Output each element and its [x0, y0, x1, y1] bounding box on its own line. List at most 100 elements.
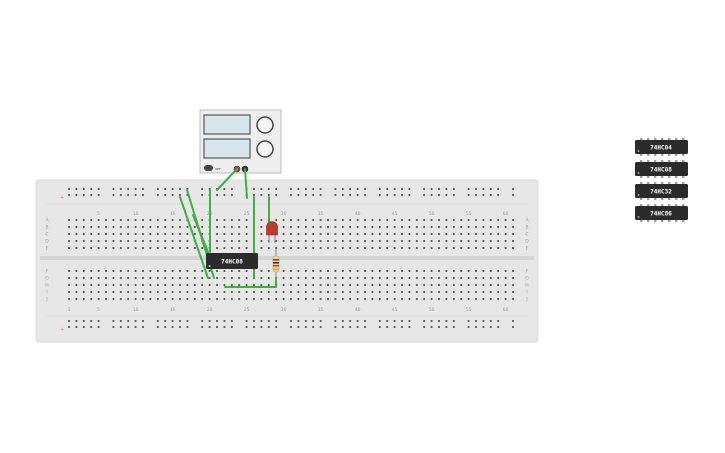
rail-hole[interactable]: [401, 188, 403, 190]
terminal-hole[interactable]: [386, 277, 389, 279]
terminal-hole[interactable]: [497, 291, 500, 293]
terminal-hole[interactable]: [482, 291, 485, 293]
terminal-hole[interactable]: [216, 233, 218, 235]
terminal-hole[interactable]: [504, 240, 507, 242]
terminal-hole[interactable]: [341, 284, 344, 286]
rail-hole[interactable]: [216, 320, 218, 322]
terminal-hole[interactable]: [201, 284, 204, 286]
terminal-hole[interactable]: [341, 226, 344, 228]
terminal-hole[interactable]: [415, 291, 418, 293]
terminal-hole[interactable]: [304, 270, 307, 272]
terminal-hole[interactable]: [364, 247, 366, 249]
terminal-hole[interactable]: [119, 270, 122, 272]
terminal-hole[interactable]: [504, 247, 507, 249]
terminal-hole[interactable]: [75, 240, 78, 242]
terminal-hole[interactable]: [386, 298, 389, 300]
terminal-hole[interactable]: [312, 247, 315, 249]
terminal-hole[interactable]: [75, 247, 78, 249]
terminal-hole[interactable]: [193, 298, 196, 300]
terminal-hole[interactable]: [105, 284, 107, 286]
terminal-hole[interactable]: [408, 277, 411, 279]
terminal-hole[interactable]: [327, 219, 329, 221]
terminal-hole[interactable]: [127, 240, 130, 242]
terminal-hole[interactable]: [112, 291, 115, 293]
terminal-hole[interactable]: [423, 240, 426, 242]
rail-hole[interactable]: [201, 320, 204, 322]
terminal-hole[interactable]: [245, 226, 248, 228]
rail-hole[interactable]: [475, 194, 477, 196]
rail-hole[interactable]: [423, 194, 426, 196]
terminal-hole[interactable]: [142, 240, 144, 242]
terminal-hole[interactable]: [297, 284, 300, 286]
terminal-hole[interactable]: [467, 270, 470, 272]
rail-hole[interactable]: [401, 326, 403, 328]
terminal-hole[interactable]: [408, 291, 411, 293]
terminal-hole[interactable]: [482, 240, 485, 242]
rail-hole[interactable]: [223, 326, 226, 328]
terminal-hole[interactable]: [75, 219, 78, 221]
terminal-hole[interactable]: [445, 291, 448, 293]
chip-body[interactable]: [635, 162, 688, 176]
terminal-hole[interactable]: [134, 277, 137, 279]
terminal-hole[interactable]: [489, 247, 492, 249]
terminal-hole[interactable]: [467, 247, 470, 249]
rail-hole[interactable]: [119, 320, 122, 322]
terminal-hole[interactable]: [415, 284, 418, 286]
terminal-hole[interactable]: [341, 233, 344, 235]
terminal-hole[interactable]: [112, 298, 115, 300]
terminal-hole[interactable]: [319, 226, 322, 228]
terminal-hole[interactable]: [149, 277, 152, 279]
terminal-hole[interactable]: [223, 240, 226, 242]
terminal-hole[interactable]: [82, 233, 85, 235]
terminal-hole[interactable]: [371, 233, 374, 235]
terminal-hole[interactable]: [68, 291, 70, 293]
terminal-hole[interactable]: [423, 219, 426, 221]
rail-hole[interactable]: [364, 194, 366, 196]
rail-hole[interactable]: [512, 188, 514, 190]
terminal-hole[interactable]: [438, 233, 440, 235]
terminal-hole[interactable]: [245, 270, 248, 272]
terminal-hole[interactable]: [290, 270, 292, 272]
terminal-hole[interactable]: [475, 233, 477, 235]
rail-hole[interactable]: [223, 194, 226, 196]
rail-hole[interactable]: [201, 194, 204, 196]
terminal-hole[interactable]: [179, 226, 181, 228]
rail-hole[interactable]: [142, 194, 144, 196]
terminal-hole[interactable]: [267, 270, 270, 272]
terminal-hole[interactable]: [127, 298, 130, 300]
terminal-hole[interactable]: [230, 291, 233, 293]
rail-hole[interactable]: [68, 194, 70, 196]
terminal-hole[interactable]: [467, 240, 470, 242]
terminal-hole[interactable]: [127, 233, 130, 235]
terminal-hole[interactable]: [319, 247, 322, 249]
terminal-hole[interactable]: [282, 247, 285, 249]
terminal-hole[interactable]: [378, 240, 381, 242]
rail-hole[interactable]: [260, 188, 263, 190]
terminal-hole[interactable]: [438, 270, 440, 272]
terminal-hole[interactable]: [304, 219, 307, 221]
terminal-hole[interactable]: [319, 240, 322, 242]
terminal-hole[interactable]: [504, 226, 507, 228]
terminal-hole[interactable]: [334, 233, 337, 235]
terminal-hole[interactable]: [356, 284, 359, 286]
rail-hole[interactable]: [452, 326, 455, 328]
terminal-hole[interactable]: [193, 226, 196, 228]
terminal-hole[interactable]: [201, 277, 204, 279]
terminal-hole[interactable]: [156, 291, 159, 293]
terminal-hole[interactable]: [260, 219, 263, 221]
rail-hole[interactable]: [275, 188, 278, 190]
terminal-hole[interactable]: [312, 291, 315, 293]
chip-74hc08[interactable]: 74HC08: [206, 253, 258, 269]
terminal-hole[interactable]: [149, 270, 152, 272]
rail-hole[interactable]: [75, 326, 78, 328]
terminal-hole[interactable]: [127, 219, 130, 221]
terminal-hole[interactable]: [475, 298, 477, 300]
terminal-hole[interactable]: [489, 298, 492, 300]
rail-hole[interactable]: [267, 326, 270, 328]
terminal-hole[interactable]: [297, 240, 300, 242]
rail-hole[interactable]: [356, 320, 359, 322]
terminal-hole[interactable]: [445, 270, 448, 272]
terminal-hole[interactable]: [393, 219, 396, 221]
terminal-hole[interactable]: [208, 298, 211, 300]
terminal-hole[interactable]: [90, 247, 93, 249]
